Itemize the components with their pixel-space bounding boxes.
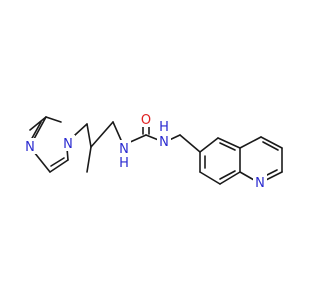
urea-oxygen-label: O <box>141 113 151 128</box>
imidazole-ring-nitrogen-label: N <box>25 140 35 155</box>
bond <box>239 171 255 181</box>
bond <box>86 146 92 173</box>
urea-left-nitrogen-label: N <box>119 142 129 157</box>
urea-right-hydrogen-label: H <box>159 120 169 135</box>
urea-right-nitrogen-label: N <box>159 135 169 150</box>
bond <box>199 137 219 153</box>
imidazole-n1-nitrogen-label: N <box>63 137 73 152</box>
bond <box>86 123 92 148</box>
bond <box>90 121 114 148</box>
urea-left-hydrogen-label: H <box>119 156 129 171</box>
bond <box>50 157 65 167</box>
bond <box>49 159 69 173</box>
bond <box>30 121 42 141</box>
atom-label-layer: N N O N H N H N <box>23 111 267 191</box>
bond <box>219 142 236 151</box>
bond <box>262 141 279 151</box>
bond <box>199 171 221 185</box>
bond <box>179 134 201 153</box>
molecule-structure: N N O N H N H N <box>23 111 283 191</box>
bond <box>239 136 262 149</box>
bond <box>45 116 62 123</box>
bond <box>29 116 47 131</box>
bond <box>217 137 241 149</box>
bond <box>260 136 283 149</box>
bond-layer <box>29 116 283 185</box>
quinoline-nitrogen-label: N <box>255 176 265 191</box>
bond <box>33 116 47 140</box>
bond <box>265 171 283 181</box>
bond <box>219 171 241 185</box>
bond <box>219 170 236 180</box>
bond <box>112 121 122 141</box>
bond <box>74 123 88 136</box>
bond <box>33 151 51 173</box>
